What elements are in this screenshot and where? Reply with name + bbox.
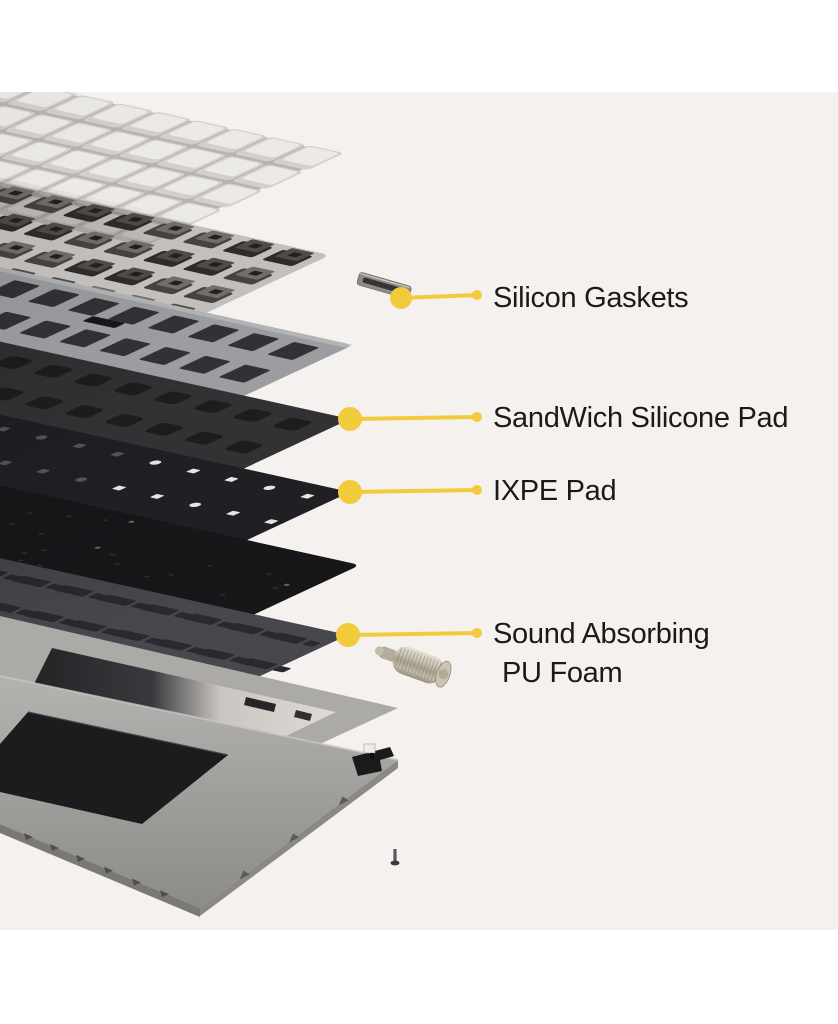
detached-parts	[352, 272, 452, 866]
callout-label-pu-foam: PU Foam	[502, 657, 622, 689]
callout-line	[399, 293, 479, 300]
callout-label-sandwich-silicone-pad: SandWich Silicone Pad	[493, 402, 788, 434]
callout-line	[348, 488, 479, 494]
callout-dot	[390, 287, 412, 309]
bottom-case	[0, 616, 399, 917]
callout-dot	[336, 623, 360, 647]
case-interior	[0, 712, 228, 824]
callout-label-ixpe-pad: IXPE Pad	[493, 475, 616, 507]
callout-silicon-gaskets: Silicon Gaskets	[390, 282, 689, 314]
callout-dot-small	[472, 485, 482, 495]
toggle-switch-part	[352, 743, 394, 776]
callout-ixpe-pad: IXPE Pad	[338, 475, 617, 507]
callout-dot	[338, 480, 362, 504]
callout-dot-small	[472, 628, 482, 638]
callout-dot-small	[472, 290, 482, 300]
knob-part	[374, 646, 452, 688]
callout-line	[348, 415, 479, 421]
screw-part	[390, 849, 400, 866]
callout-sandwich-silicone-pad: SandWich Silicone Pad	[338, 402, 788, 434]
callout-label-sound-absorbing: Sound Absorbing	[493, 618, 709, 650]
callout-sound-absorbing-pu-foam: Sound Absorbing PU Foam	[336, 618, 710, 689]
callout-dot-small	[472, 412, 482, 422]
callout-line	[346, 631, 479, 637]
callout-dot	[338, 407, 362, 431]
callout-label-silicon-gaskets: Silicon Gaskets	[493, 282, 688, 314]
